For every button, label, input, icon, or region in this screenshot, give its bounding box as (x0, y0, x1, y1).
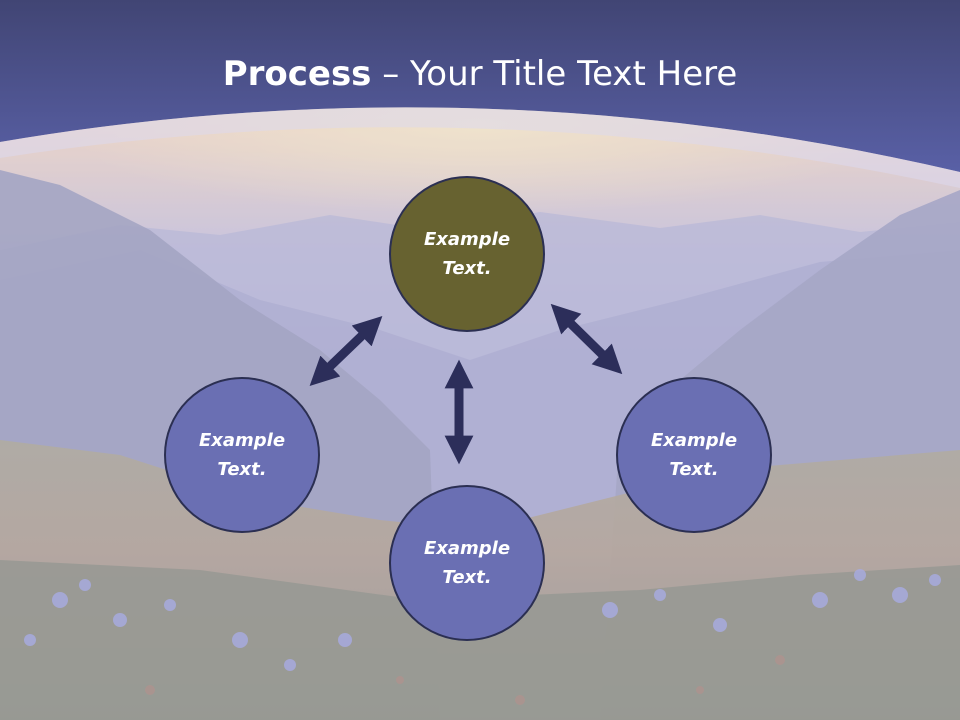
node-right[interactable]: Example Text. (616, 377, 772, 533)
node-bottom[interactable]: Example Text. (389, 485, 545, 641)
node-top-label: Example Text. (423, 229, 511, 279)
node-bottom-label: Example Text. (423, 538, 511, 588)
title-rest: – Your Title Text Here (371, 54, 738, 94)
title-bold: Process (222, 54, 372, 94)
slide-title: Process – Your Title Text Here (0, 52, 960, 96)
node-top[interactable]: Example Text. (389, 176, 545, 332)
node-right-label: Example Text. (650, 430, 738, 480)
node-left-label: Example Text. (198, 430, 286, 480)
node-left[interactable]: Example Text. (164, 377, 320, 533)
